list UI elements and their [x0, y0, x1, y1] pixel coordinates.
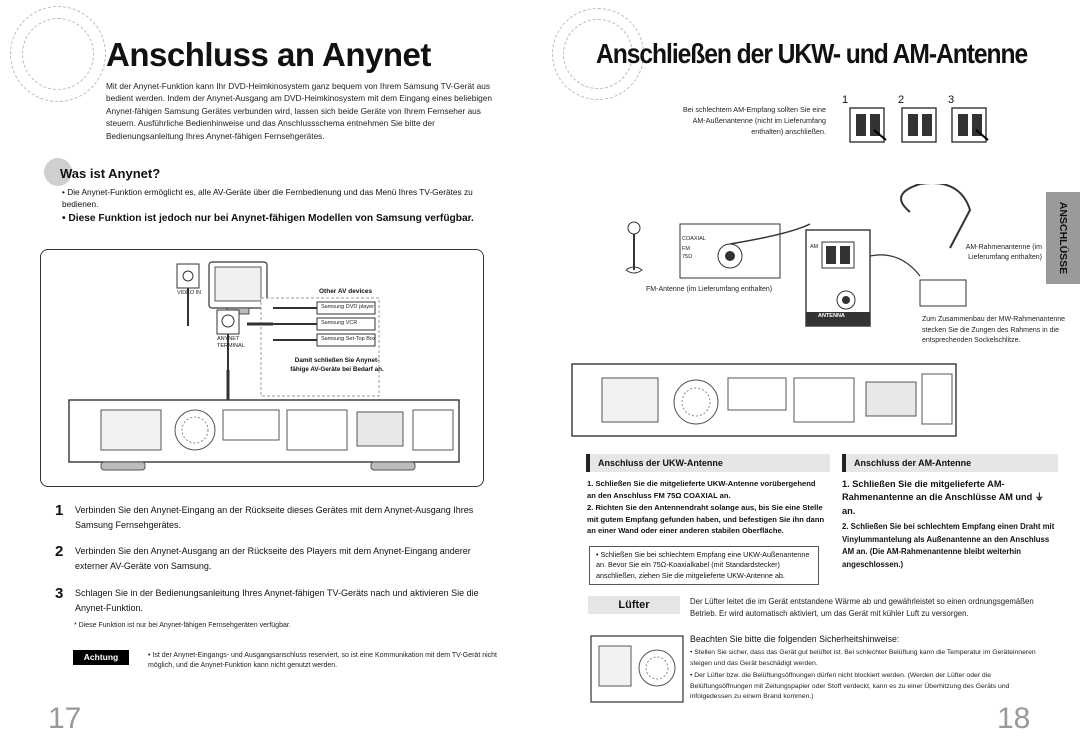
step-number: 1: [55, 502, 64, 519]
device-samsung-dvd: Samsung DVD player: [321, 304, 374, 310]
step-label: 1: [842, 94, 849, 106]
decorative-circle: [22, 18, 94, 90]
fm-label: FM: [682, 246, 690, 252]
other-av-devices-label: Other AV devices: [319, 288, 373, 295]
decorative-circle: [10, 6, 106, 102]
footnote: * Diese Funktion ist nur bei Anynet-fähi…: [74, 622, 291, 629]
section-title: Was ist Anynet?: [60, 166, 161, 181]
device-samsung-stb: Samsung Set-Top Box: [321, 336, 376, 342]
side-tab: [1046, 192, 1080, 284]
step-number: 3: [55, 585, 64, 602]
terminal-illustration: [849, 107, 989, 143]
am-antenna-label: AM-Rahmenantenne (im Lieferumfang enthal…: [965, 244, 1042, 261]
safety-title: Beachten Sie bitte die folgenden Sicherh…: [690, 634, 900, 644]
fan-text: Der Lüfter leitet die im Gerät entstande…: [690, 597, 1034, 618]
fm-ohm-label: 75Ω: [682, 254, 693, 260]
ukw-note-box: • Schließen Sie bei schlechtem Empfang e…: [589, 546, 819, 586]
achtung-badge: Achtung: [73, 650, 129, 665]
fan-label: Lüfter: [588, 596, 680, 614]
intro-paragraph: Mit der Anynet-Funktion kann Ihr DVD-Hei…: [106, 81, 493, 141]
anynet-diagram: VIDEO IN ANYNET TERMINAL Other AV device…: [40, 249, 484, 487]
side-tab-label: ANSCHLÜSSE: [1057, 201, 1069, 275]
ukw-step-1: 1. Schließen Sie die mitgelieferte UKW-A…: [587, 479, 816, 500]
step-label: 2: [898, 94, 905, 106]
safety-bullet-1: • Stellen Sie sicher, dass das Gerät gut…: [690, 649, 1036, 667]
bullet-2: • Diese Funktion ist jedoch nur bei Anyn…: [62, 213, 474, 224]
fan-rear-illustration: [590, 635, 684, 703]
ukw-step-2: 2. Richten Sie den Antennendraht solange…: [587, 503, 825, 536]
fm-antenna-label: FM-Antenne (im Lieferumfang enthalten): [646, 286, 773, 293]
ukw-header: Anschluss der UKW-Antenne: [586, 454, 830, 472]
am-step-1: 1. Schließen Sie die mitgelieferte AM-Ra…: [842, 479, 1044, 516]
am-label: AM: [810, 244, 819, 250]
am-note: Bei schlechtem AM-Empfang sollten Sie ei…: [682, 105, 826, 136]
am-step-2: 2. Schließen Sie bei schlechtem Empfang …: [842, 522, 1055, 569]
coaxial-label: COAXIAL: [682, 236, 706, 242]
step-text: Verbinden Sie den Anynet-Eingang an der …: [75, 505, 474, 530]
step-text: Verbinden Sie den Anynet-Ausgang an der …: [75, 546, 471, 571]
step-label: 3: [948, 94, 955, 106]
video-in-label: VIDEO IN: [177, 290, 202, 296]
page-number: 17: [48, 702, 82, 735]
connect-note: Damit schließen Sie Anynet-fähige AV-Ger…: [290, 357, 384, 373]
device-samsung-vcr: Samsung VCR: [321, 320, 358, 326]
decorative-circle: [563, 19, 633, 89]
antenna-label: ANTENNA: [818, 313, 845, 319]
am-header: Anschluss der AM-Antenne: [842, 454, 1058, 472]
anynet-terminal-label: ANYNET TERMINAL: [217, 336, 245, 349]
page-title: Anschließen der UKW- und AM-Antenne: [596, 38, 1028, 69]
page-title: Anschluss an Anynet: [106, 36, 431, 73]
antenna-diagram: [625, 184, 972, 327]
decorative-circle: [552, 8, 644, 100]
section-circle-icon: [44, 158, 72, 186]
mw-assembly-note: Zum Zusammenbau der MW-Rahmenantenne ste…: [922, 316, 1066, 345]
safety-bullet-2: • Der Lüfter bzw. die Belüftungsöffnunge…: [690, 672, 1010, 701]
am-terminal-steps: 1 2 3: [834, 94, 996, 156]
step-number: 2: [55, 543, 64, 560]
receiver-rear-panel: [571, 363, 957, 437]
achtung-text: • Ist der Anynet-Eingangs- und Ausgangsa…: [148, 652, 498, 669]
page-number: 18: [997, 702, 1031, 735]
step-text: Schlagen Sie in der Bedienungsanleitung …: [75, 588, 479, 613]
anynet-diagram-svg: [68, 261, 460, 471]
bullet-1: • Die Anynet-Funktion ermöglicht es, all…: [62, 187, 473, 209]
